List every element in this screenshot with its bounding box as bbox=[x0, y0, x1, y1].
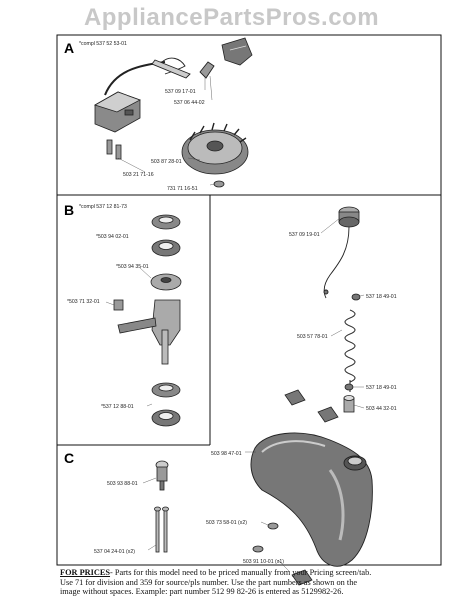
bolts-drawing bbox=[154, 506, 169, 553]
bearing-lower-drawing bbox=[151, 382, 181, 427]
watermark-text: AppliancePartsPros.com bbox=[83, 4, 380, 31]
grommet-lower-drawing bbox=[344, 383, 354, 391]
footer-line-3: image without spaces. Example: part numb… bbox=[60, 587, 344, 597]
label-a-4: 503 21 71-16 bbox=[123, 172, 154, 178]
label-r-3: 537 18 49-01 bbox=[366, 385, 397, 391]
flywheel-drawing bbox=[181, 122, 249, 175]
section-a-letter: A bbox=[64, 40, 74, 56]
label-b-1: *503 94 02-01 bbox=[96, 234, 129, 240]
label-a-3: 503 87 28-01 bbox=[151, 159, 182, 165]
label-b-4: *537 12 88-01 bbox=[101, 404, 134, 410]
label-c-1: 537 04 24-01 (x2) bbox=[94, 549, 135, 555]
bearing-upper-drawing bbox=[151, 214, 181, 257]
label-r-5: 503 98 47-01 bbox=[211, 451, 242, 457]
fuel-filter-drawing bbox=[343, 395, 355, 413]
label-r-2: 503 57 78-01 bbox=[297, 334, 328, 340]
label-r-4: 503 44 32-01 bbox=[366, 406, 397, 412]
section-a-leaders bbox=[117, 75, 216, 186]
section-b-leaders bbox=[105, 267, 153, 407]
frame-lower bbox=[56, 194, 442, 566]
label-a-1: 537 09 17-01 bbox=[165, 89, 196, 95]
section-c-letter: C bbox=[64, 450, 74, 466]
spark-cover-drawing bbox=[221, 37, 253, 66]
fuel-cap-drawing bbox=[338, 206, 360, 228]
ignition-module-drawing bbox=[94, 61, 166, 133]
label-r-1: 537 18 49-01 bbox=[366, 294, 397, 300]
footer-note: FOR PRICES- Parts for this model need to… bbox=[60, 568, 460, 597]
fuel-tank-drawing bbox=[250, 432, 373, 567]
label-r-0: 537 09 19-01 bbox=[289, 232, 320, 238]
spring-hose-drawing bbox=[344, 309, 356, 392]
spark-plug-drawing bbox=[155, 460, 169, 491]
label-r-6: 503 73 58-01 (x2) bbox=[206, 520, 247, 526]
footer-heading: FOR PRICES bbox=[60, 568, 111, 577]
needle-bearing-drawing bbox=[113, 299, 124, 311]
crank-disc-drawing bbox=[150, 273, 182, 291]
footer-line-2: Use 71 for division and 359 for source/p… bbox=[60, 577, 358, 587]
label-b-3: *503 71 32-01 bbox=[67, 299, 100, 305]
section-b-letter: B bbox=[64, 202, 74, 218]
label-b-0: *compl 537 12 81-73 bbox=[79, 204, 127, 210]
fuel-line-drawing bbox=[323, 226, 350, 299]
screw-drawing bbox=[106, 139, 122, 160]
nut-drawing bbox=[213, 180, 225, 188]
footer-line-1: - Parts for this model need to be priced… bbox=[110, 568, 372, 577]
ignition-lead-drawing bbox=[151, 57, 191, 79]
tank-screws-drawing bbox=[252, 522, 279, 553]
grommet-upper-drawing bbox=[351, 293, 361, 301]
clip-drawing bbox=[199, 61, 215, 79]
label-a-5: 731 71 16-51 bbox=[167, 186, 198, 192]
section-c-leaders bbox=[142, 477, 157, 551]
label-a-2: 537 06 44-02 bbox=[174, 100, 205, 106]
right-leaders bbox=[245, 217, 365, 573]
label-b-2: *503 94 35-01 bbox=[116, 264, 149, 270]
crankshaft-drawing bbox=[117, 299, 181, 365]
label-r-7: 503 91 10-01 (x1) bbox=[243, 559, 284, 565]
label-c-0: 503 93 88-01 bbox=[107, 481, 138, 487]
label-a-0: *compl 537 52 53-01 bbox=[79, 41, 127, 47]
